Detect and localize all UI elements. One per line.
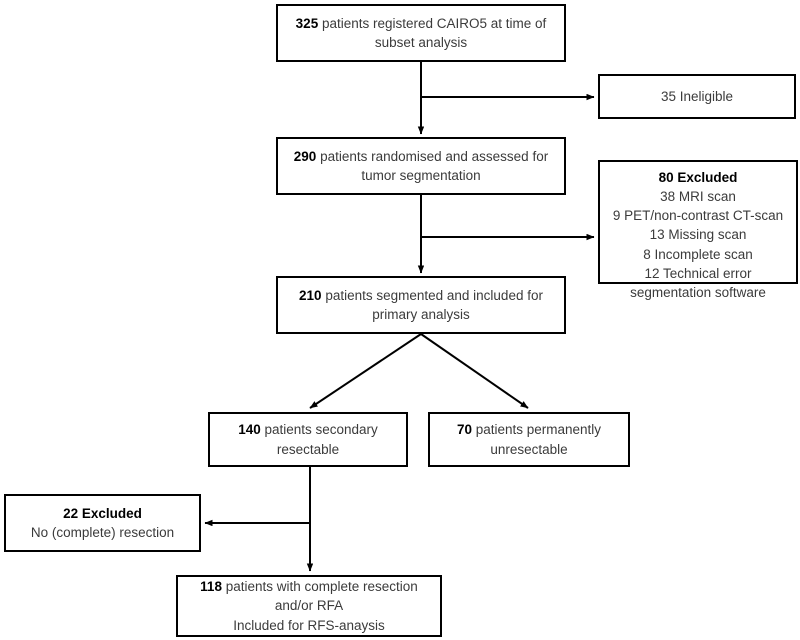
box-excluded-segmentation: 80 Excluded 38 MRI scan 9 PET/non-contra…: [598, 160, 798, 300]
box-secondary-resectable: 140 patients secondary resectable: [208, 412, 408, 467]
box-excluded-no-resection: 22 Excluded No (complete) resection: [4, 494, 201, 552]
excluded80-reason: 9 PET/non-contrast CT-scan: [612, 208, 784, 224]
excluded80-header: 80 Excluded: [658, 170, 738, 185]
resectable-line-2: resectable: [276, 441, 340, 457]
ineligible-text: 35 Ineligible: [660, 88, 734, 104]
excluded80-reason: 38 MRI scan: [660, 189, 736, 205]
rfs-count: 118: [200, 579, 222, 595]
unresectable-line-1-text: patients permanently: [471, 422, 602, 438]
registered-line-2: subset analysis: [374, 35, 468, 50]
randomised-line-2: tumor segmentation: [361, 168, 481, 183]
rfs-line-1-text: patients with complete resection: [221, 579, 418, 595]
box-complete-resection-rfs: 118 patients with complete resection and…: [176, 575, 442, 637]
box-registered-patients: 325 patients registered CAIRO5 at time o…: [276, 4, 566, 62]
unresectable-line-2: unresectable: [490, 441, 568, 457]
excluded22-line-2: No (complete) resection: [30, 525, 175, 540]
box-ineligible: 35 Ineligible: [598, 74, 796, 119]
box-segmented-primary-analysis: 210 patients segmented and included for …: [276, 276, 566, 334]
excluded80-reason: 13 Missing scan: [649, 227, 747, 243]
registered-count: 325: [295, 15, 319, 31]
excluded80-reason: 8 Incomplete scan: [643, 246, 753, 262]
randomised-line-1: 290 patients randomised and assessed for: [294, 147, 548, 166]
excluded80-reason: segmentation software: [630, 284, 766, 300]
rfs-line-2: and/or RFA: [274, 598, 344, 614]
segmented-count: 210: [299, 287, 322, 303]
segmented-line-2: primary analysis: [372, 307, 470, 322]
resectable-line-1: 140 patients secondary: [238, 420, 378, 439]
randomised-count: 290: [293, 148, 317, 164]
box-permanently-unresectable: 70 patients permanently unresectable: [428, 412, 630, 467]
segmented-line-1-text: patients segmented and included for: [321, 287, 543, 303]
rfs-line-1: 118 patients with complete resection: [200, 577, 418, 596]
resectable-line-1-text: patients secondary: [260, 422, 378, 438]
excluded80-reason: 12 Technical error: [644, 265, 752, 281]
excluded22-header: 22 Excluded: [63, 505, 142, 521]
unresectable-count: 70: [456, 422, 472, 438]
resectable-count: 140: [238, 422, 261, 438]
registered-line-1: 325 patients registered CAIRO5 at time o…: [296, 14, 547, 33]
box-randomised-assessed: 290 patients randomised and assessed for…: [276, 137, 566, 195]
segmented-line-1: 210 patients segmented and included for: [299, 286, 543, 305]
connector-segmented-to-unresectable: [420, 333, 529, 409]
rfs-line-3: Included for RFS-anaysis: [233, 617, 385, 633]
unresectable-line-1: 70 patients permanently: [457, 420, 601, 439]
randomised-line-1-text: patients randomised and assessed for: [316, 148, 549, 164]
registered-line-1-text: patients registered CAIRO5 at time of: [318, 15, 547, 31]
connector-segmented-to-resectable: [309, 333, 422, 409]
